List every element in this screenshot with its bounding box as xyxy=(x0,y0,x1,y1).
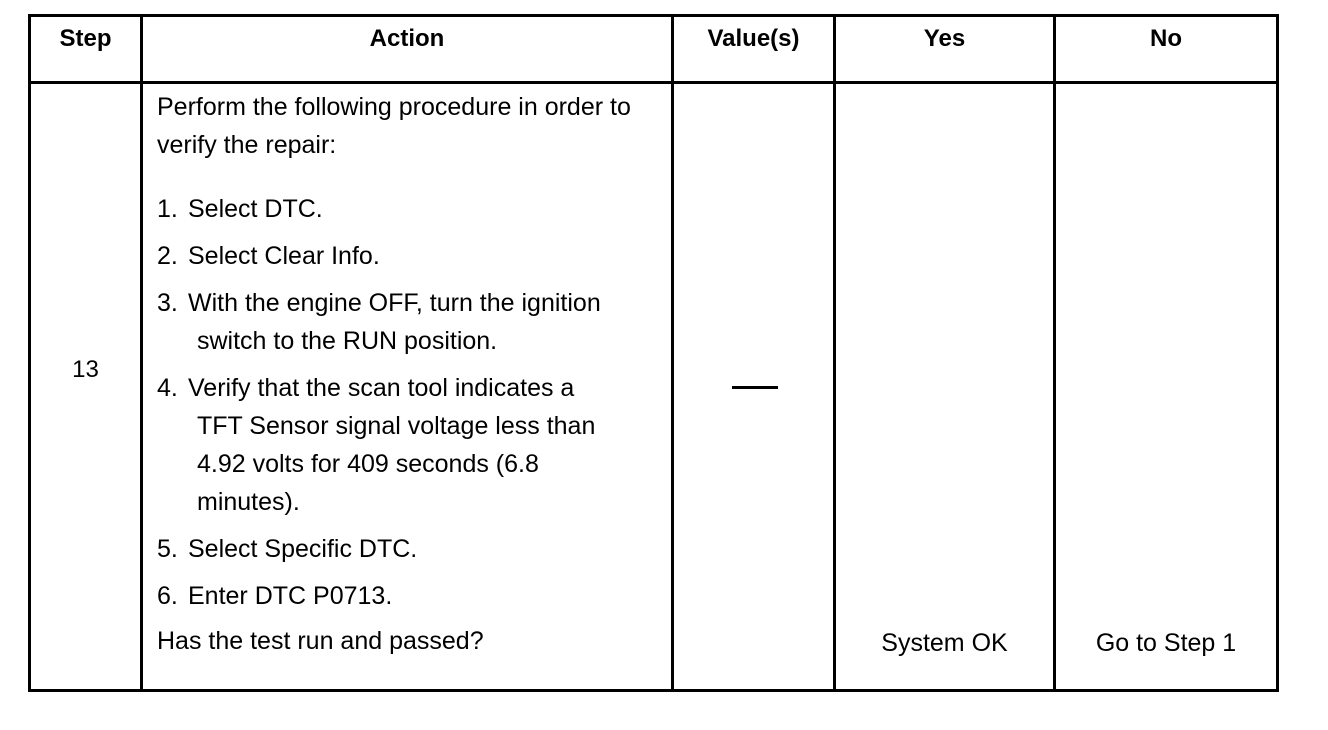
action-cell: Perform the following procedure in order… xyxy=(140,81,674,692)
step-cell: 13 xyxy=(28,81,143,692)
header-values: Value(s) xyxy=(671,14,836,84)
value-dash: — xyxy=(732,386,778,389)
list-item-number: 1. xyxy=(157,195,178,223)
list-item: 6. Enter DTC P0713. xyxy=(157,577,657,615)
header-action: Action xyxy=(140,14,674,84)
list-item-number: 2. xyxy=(157,242,178,270)
header-row: Step Action Value(s) Yes No xyxy=(28,14,1279,84)
list-item: 3. With the engine OFF, turn the ignition… xyxy=(157,284,657,360)
list-item-number: 6. xyxy=(157,582,178,610)
diagnostic-table: Step Action Value(s) Yes No 13 Perform t… xyxy=(28,14,1279,692)
list-item-number: 3. xyxy=(157,289,178,317)
action-question: Has the test run and passed? xyxy=(157,627,484,655)
list-item: 1. Select DTC. xyxy=(157,190,657,228)
list-item-number: 5. xyxy=(157,535,178,563)
list-item-text: Verify that the scan tool indicates a TF… xyxy=(188,374,596,516)
no-result: Go to Step 1 xyxy=(1095,629,1237,657)
procedure-list: 1. Select DTC. 2. Select Clear Info. 3. Wit… xyxy=(157,190,657,615)
step-number: 13 xyxy=(72,355,99,383)
header-yes: Yes xyxy=(833,14,1056,84)
list-item-text: Select Clear Info. xyxy=(188,242,380,270)
yes-cell: System OK xyxy=(833,81,1056,692)
list-item-text: Select DTC. xyxy=(188,195,323,223)
list-item: 5. Select Specific DTC. xyxy=(157,530,657,568)
header-no: No xyxy=(1053,14,1279,84)
value-cell: — xyxy=(671,81,836,692)
list-item: 2. Select Clear Info. xyxy=(157,237,657,275)
table-row: 13 Perform the following procedure in or… xyxy=(28,81,1279,692)
list-item-text: Enter DTC P0713. xyxy=(188,582,393,610)
list-item-text: Select Specific DTC. xyxy=(188,535,418,563)
header-step: Step xyxy=(28,14,143,84)
list-item: 4. Verify that the scan tool indicates a … xyxy=(157,369,657,521)
no-cell: Go to Step 1 xyxy=(1053,81,1279,692)
list-item-text: With the engine OFF, turn the ignition s… xyxy=(188,289,601,355)
yes-result: System OK xyxy=(881,629,1008,657)
action-intro: Perform the following procedure in order… xyxy=(157,93,631,159)
list-item-number: 4. xyxy=(157,374,178,402)
